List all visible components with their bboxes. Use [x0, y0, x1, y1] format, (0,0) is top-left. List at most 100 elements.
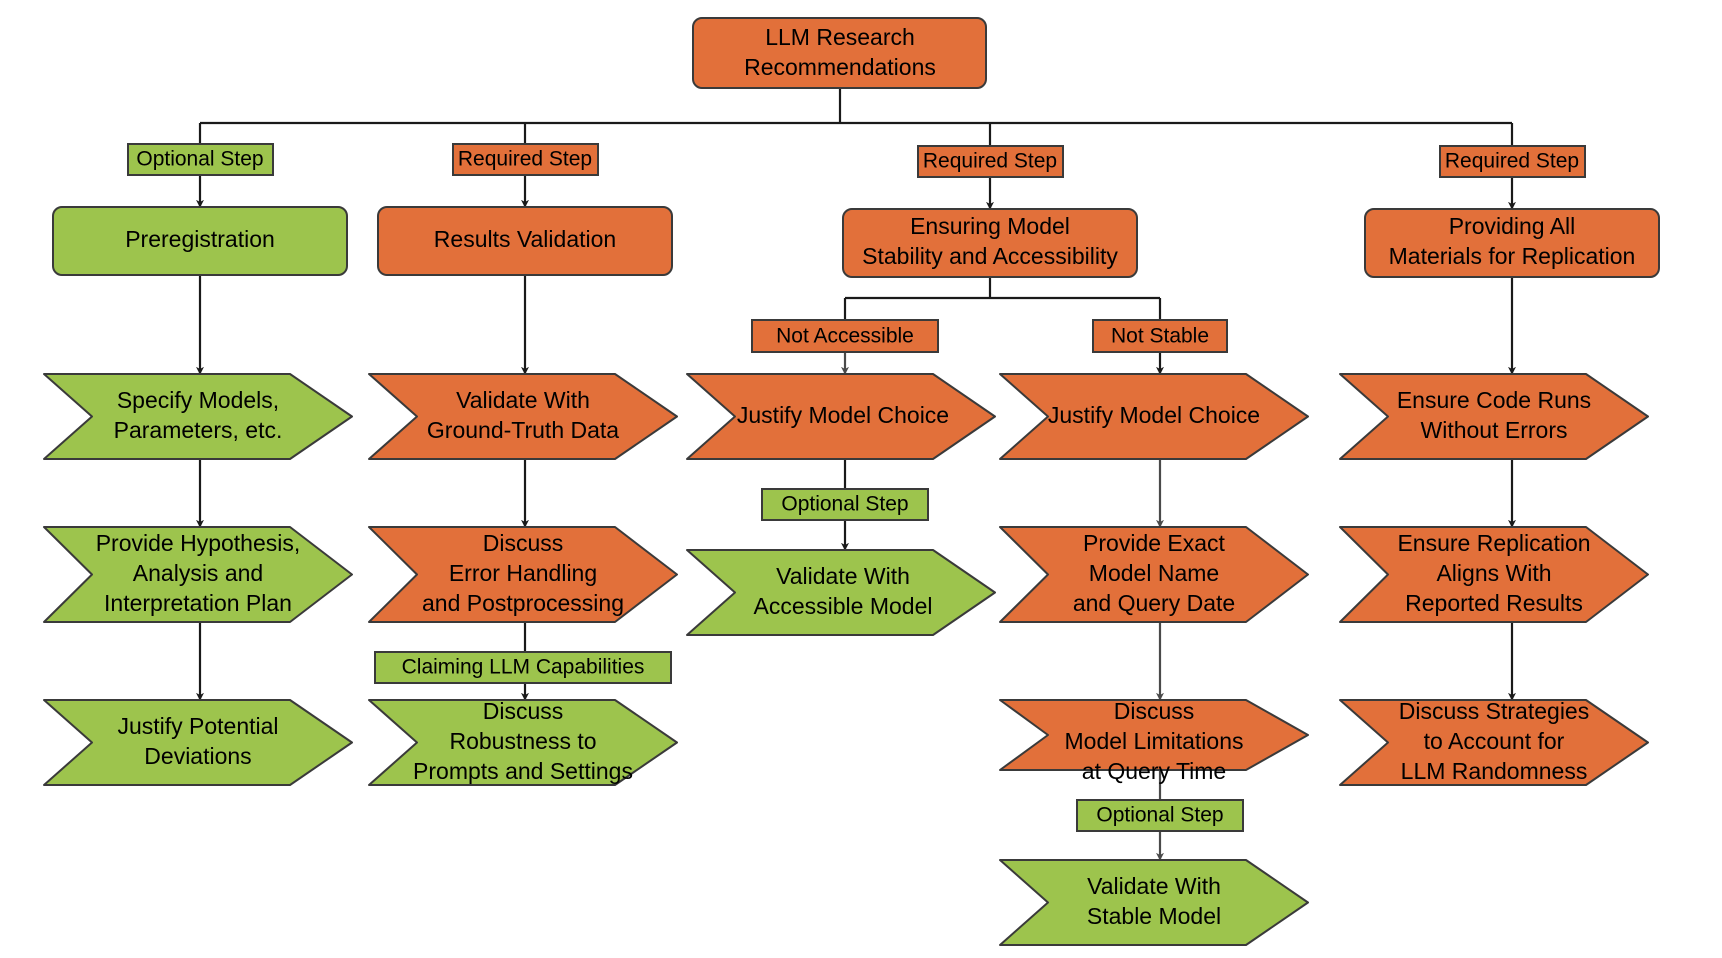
node-discuss-robustness[interactable]: Discuss Robustness to Prompts and Settin… — [368, 698, 678, 786]
node-root[interactable]: LLM Research Recommendations — [692, 17, 987, 89]
validate-ground-truth-line2: Ground-Truth Data — [427, 417, 619, 443]
ensuring-model-line1: Ensuring Model — [910, 213, 1070, 239]
node-validate-stable-model[interactable]: Validate With Stable Model — [999, 859, 1309, 946]
optional-step-accessible-shape — [761, 488, 929, 521]
discuss-strategies-randomness-line1: Discuss Strategies — [1399, 698, 1589, 724]
specify-models-line1: Specify Models, — [117, 387, 279, 413]
provide-hypothesis-line3: Interpretation Plan — [104, 590, 292, 616]
provide-exact-model-name-line1: Provide Exact — [1083, 530, 1226, 556]
justify-model-choice-stable-line1: Justify Model Choice — [1048, 402, 1260, 428]
preregistration-label: Preregistration — [125, 226, 275, 252]
discuss-model-limitations-shape — [999, 699, 1309, 771]
optional-step-stable-label: Optional Step — [1096, 804, 1223, 827]
node-justify-model-choice-accessible[interactable]: Justify Model Choice — [686, 373, 996, 460]
badge-col1-shape — [127, 143, 274, 176]
node-validate-ground-truth[interactable]: Validate With Ground-Truth Data — [368, 373, 678, 460]
node-discuss-strategies-randomness[interactable]: Discuss Strategies to Account for LLM Ra… — [1339, 698, 1649, 786]
ensuring-model-shape — [842, 208, 1138, 278]
discuss-model-limitations-line3: at Query Time — [1082, 758, 1226, 784]
discuss-robustness-line2: Robustness to — [449, 728, 596, 754]
provide-hypothesis-shape — [43, 526, 353, 623]
badge-col5-shape — [1439, 145, 1586, 178]
badge-required-step-col34[interactable]: Required Step — [917, 145, 1064, 178]
ensure-code-runs-line1: Ensure Code Runs — [1397, 387, 1591, 413]
justify-model-choice-accessible-shape — [686, 373, 996, 460]
provide-exact-model-name-line3: and Query Date — [1073, 590, 1235, 616]
node-ensure-replication-aligns[interactable]: Ensure Replication Aligns With Reported … — [1339, 526, 1649, 623]
root-label-line2: Recommendations — [744, 54, 936, 80]
optional-step-accessible-label: Optional Step — [781, 493, 908, 516]
justify-deviations-line2: Deviations — [144, 743, 251, 769]
node-justify-model-choice-stable[interactable]: Justify Model Choice — [999, 373, 1309, 460]
validate-ground-truth-shape — [368, 373, 678, 460]
badge-not-stable[interactable]: Not Stable — [1092, 319, 1228, 353]
providing-materials-shape — [1364, 208, 1660, 278]
node-provide-exact-model-name[interactable]: Provide Exact Model Name and Query Date — [999, 526, 1309, 623]
node-preregistration[interactable]: Preregistration — [52, 206, 348, 276]
ensure-code-runs-shape — [1339, 373, 1649, 460]
discuss-error-handling-shape — [368, 526, 678, 623]
justify-deviations-shape — [43, 699, 353, 786]
ensure-replication-aligns-shape — [1339, 526, 1649, 623]
discuss-error-handling-line3: and Postprocessing — [422, 590, 624, 616]
ensure-code-runs-line2: Without Errors — [1421, 417, 1568, 443]
not-stable-label: Not Stable — [1111, 325, 1209, 348]
badge-optional-step-col1[interactable]: Optional Step — [127, 143, 274, 176]
badge-col1-label: Optional Step — [136, 148, 263, 171]
badge-required-step-col2[interactable]: Required Step — [452, 143, 599, 176]
node-providing-materials[interactable]: Providing All Materials for Replication — [1364, 208, 1660, 278]
justify-model-choice-stable-shape — [999, 373, 1309, 460]
node-discuss-error-handling[interactable]: Discuss Error Handling and Postprocessin… — [368, 526, 678, 623]
badge-claiming-llm-capabilities[interactable]: Claiming LLM Capabilities — [374, 651, 672, 684]
node-specify-models[interactable]: Specify Models, Parameters, etc. — [43, 373, 353, 460]
node-ensuring-model-stability[interactable]: Ensuring Model Stability and Accessibili… — [842, 208, 1138, 278]
validate-accessible-model-line1: Validate With — [776, 563, 910, 589]
discuss-robustness-line1: Discuss — [483, 698, 564, 724]
ensure-replication-aligns-line3: Reported Results — [1405, 590, 1583, 616]
node-justify-deviations[interactable]: Justify Potential Deviations — [43, 699, 353, 786]
node-validate-accessible-model[interactable]: Validate With Accessible Model — [686, 549, 996, 636]
not-accessible-label: Not Accessible — [776, 325, 914, 348]
not-stable-shape — [1092, 319, 1228, 353]
badge-optional-step-stable[interactable]: Optional Step — [1076, 799, 1244, 832]
provide-exact-model-name-shape — [999, 526, 1309, 623]
discuss-strategies-randomness-line2: to Account for — [1424, 728, 1565, 754]
badge-not-accessible[interactable]: Not Accessible — [751, 319, 939, 353]
justify-model-choice-accessible-line1: Justify Model Choice — [737, 402, 949, 428]
badge-col34-label: Required Step — [923, 150, 1057, 173]
validate-accessible-model-line2: Accessible Model — [754, 593, 933, 619]
results-validation-shape — [377, 206, 673, 276]
claiming-llm-capabilities-shape — [374, 651, 672, 684]
validate-stable-model-shape — [999, 859, 1309, 946]
specify-models-shape — [43, 373, 353, 460]
justify-deviations-line1: Justify Potential — [117, 713, 278, 739]
node-results-validation[interactable]: Results Validation — [377, 206, 673, 276]
root-label-line1: LLM Research — [765, 24, 915, 50]
validate-accessible-model-shape — [686, 549, 996, 636]
discuss-model-limitations-line1: Discuss — [1114, 698, 1195, 724]
badge-col2-label: Required Step — [458, 148, 592, 171]
discuss-error-handling-line1: Discuss — [483, 530, 564, 556]
ensuring-model-line2: Stability and Accessibility — [862, 243, 1118, 269]
badge-col2-shape — [452, 143, 599, 176]
node-provide-hypothesis[interactable]: Provide Hypothesis, Analysis and Interpr… — [43, 526, 353, 623]
badge-required-step-col5[interactable]: Required Step — [1439, 145, 1586, 178]
validate-ground-truth-line1: Validate With — [456, 387, 590, 413]
providing-materials-line2: Materials for Replication — [1389, 243, 1636, 269]
discuss-robustness-shape — [368, 699, 678, 786]
badge-col5-label: Required Step — [1445, 150, 1579, 173]
results-validation-label: Results Validation — [434, 226, 616, 252]
validate-stable-model-line1: Validate With — [1087, 873, 1221, 899]
provide-exact-model-name-line2: Model Name — [1089, 560, 1219, 586]
discuss-robustness-line3: Prompts and Settings — [413, 758, 633, 784]
badge-optional-step-accessible[interactable]: Optional Step — [761, 488, 929, 521]
node-discuss-model-limitations[interactable]: Discuss Model Limitations at Query Time — [999, 698, 1309, 784]
optional-step-stable-shape — [1076, 799, 1244, 832]
specify-models-line2: Parameters, etc. — [114, 417, 283, 443]
connector-layer — [196, 88, 1516, 861]
node-ensure-code-runs[interactable]: Ensure Code Runs Without Errors — [1339, 373, 1649, 460]
provide-hypothesis-line2: Analysis and — [133, 560, 263, 586]
providing-materials-line1: Providing All — [1449, 213, 1576, 239]
